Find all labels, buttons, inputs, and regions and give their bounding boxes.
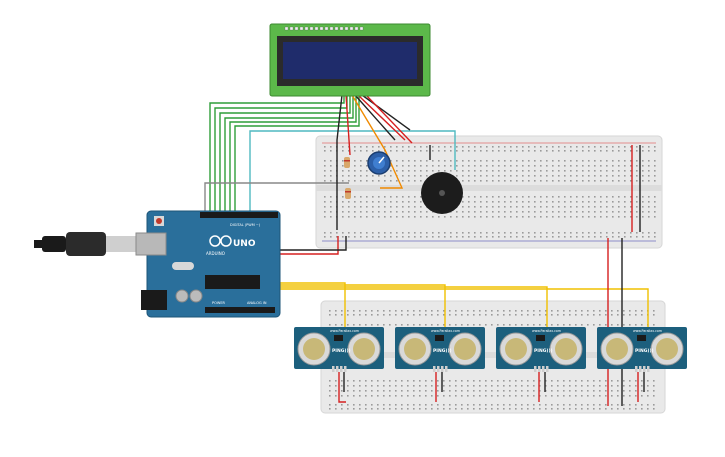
resistor-band [344,160,350,162]
sensor-pin [635,366,638,372]
transducer-mesh [606,338,628,360]
transducer-mesh [505,338,527,360]
usb-plug [66,232,106,256]
sensor-pin [639,366,642,372]
transducer-mesh [454,338,476,360]
potentiometer-indicator [378,156,385,164]
sensor-brand: www.Parallax.com [633,329,662,333]
power-analog-header [205,307,275,313]
buzzer-hole [439,190,445,196]
lcd-screen [283,42,417,79]
sensor-pin [340,366,343,372]
sensor-model: PING))) [635,348,654,354]
wire-green [224,95,354,214]
piezo-buzzer[interactable] [421,172,463,214]
sensor-pin [546,366,549,372]
lcd-pin-header [284,26,364,31]
wire-green [209,95,345,214]
wire-green [234,95,360,214]
transducer-mesh [353,338,375,360]
sensor-brand: www.Parallax.com [532,329,561,333]
dc-power-jack [141,290,167,310]
wire-red [365,94,413,144]
usb-cable [42,236,66,252]
breadboard-holes [329,310,655,410]
breadboard-center-channel [316,185,662,191]
sensor-brand: www.Parallax.com [431,329,460,333]
resistor [345,188,351,199]
sensor-model: PING))) [332,348,351,354]
wire-orange [351,94,404,189]
resistor-body [344,157,350,168]
digital-header [200,212,278,218]
usb-port [135,232,167,256]
sensor-pin [336,366,339,372]
wire-black [354,94,396,141]
sensor-pin [332,366,335,372]
wire-teal [249,130,456,214]
top-breadboard [315,135,663,249]
crystal-oscillator [172,262,194,270]
wire-red [345,94,351,156]
breadboard-body [315,135,663,249]
usb-plug-tip [34,240,42,248]
sensor-pin [538,366,541,372]
resistor-body [345,188,351,199]
resistor [344,157,350,168]
arduino-logo [209,235,232,247]
sensor-pin [643,366,646,372]
lcd-display [269,23,431,97]
breadboard-center-channel [321,352,665,358]
transducer-mesh [303,338,325,360]
wire-green [229,95,357,214]
wire-red [338,372,346,403]
board-brand: ARDUINO [206,251,225,256]
sensor-pin [445,366,448,372]
wire-red [357,94,406,141]
transducer-mesh [404,338,426,360]
sensor-model: PING))) [433,348,452,354]
sensor-brand: www.Parallax.com [330,329,359,333]
wire-gray [204,182,349,214]
transducer-mesh [656,338,678,360]
capacitor [189,289,203,303]
sensor-pin [542,366,545,372]
wire-green [219,95,351,214]
analog-label: ANALOG IN [247,301,267,305]
power-label: POWER [212,301,226,305]
transducer-mesh [555,338,577,360]
capacitor [175,289,189,303]
digital-pins-label: DIGITAL (PWM ~) [230,223,261,227]
sensor-chip [536,335,545,341]
sensor-pin [433,366,436,372]
sensor-chip [637,335,646,341]
sensor-model: PING))) [534,348,553,354]
usb-connector-metal [106,236,136,252]
sensor-pin [647,366,650,372]
board-model: UNO [233,239,256,249]
resistor-band [345,191,351,193]
reset-button-cap[interactable] [156,218,162,224]
arduino-uno: UNO ARDUINO DIGITAL (PWM ~) POWER ANALOG… [34,210,281,318]
wire-black [336,94,343,230]
ultrasonic-sensors: www.Parallax.comPING)))www.Parallax.comP… [294,327,687,372]
sensor-pin [437,366,440,372]
sensor-pin [534,366,537,372]
sensor-chip [334,335,343,341]
wire-black [361,94,411,131]
sensor-chip [435,335,444,341]
potentiometer[interactable] [367,151,391,175]
sensor-pin [344,366,347,372]
sensor-pin [441,366,444,372]
atmega-chip [205,275,260,289]
